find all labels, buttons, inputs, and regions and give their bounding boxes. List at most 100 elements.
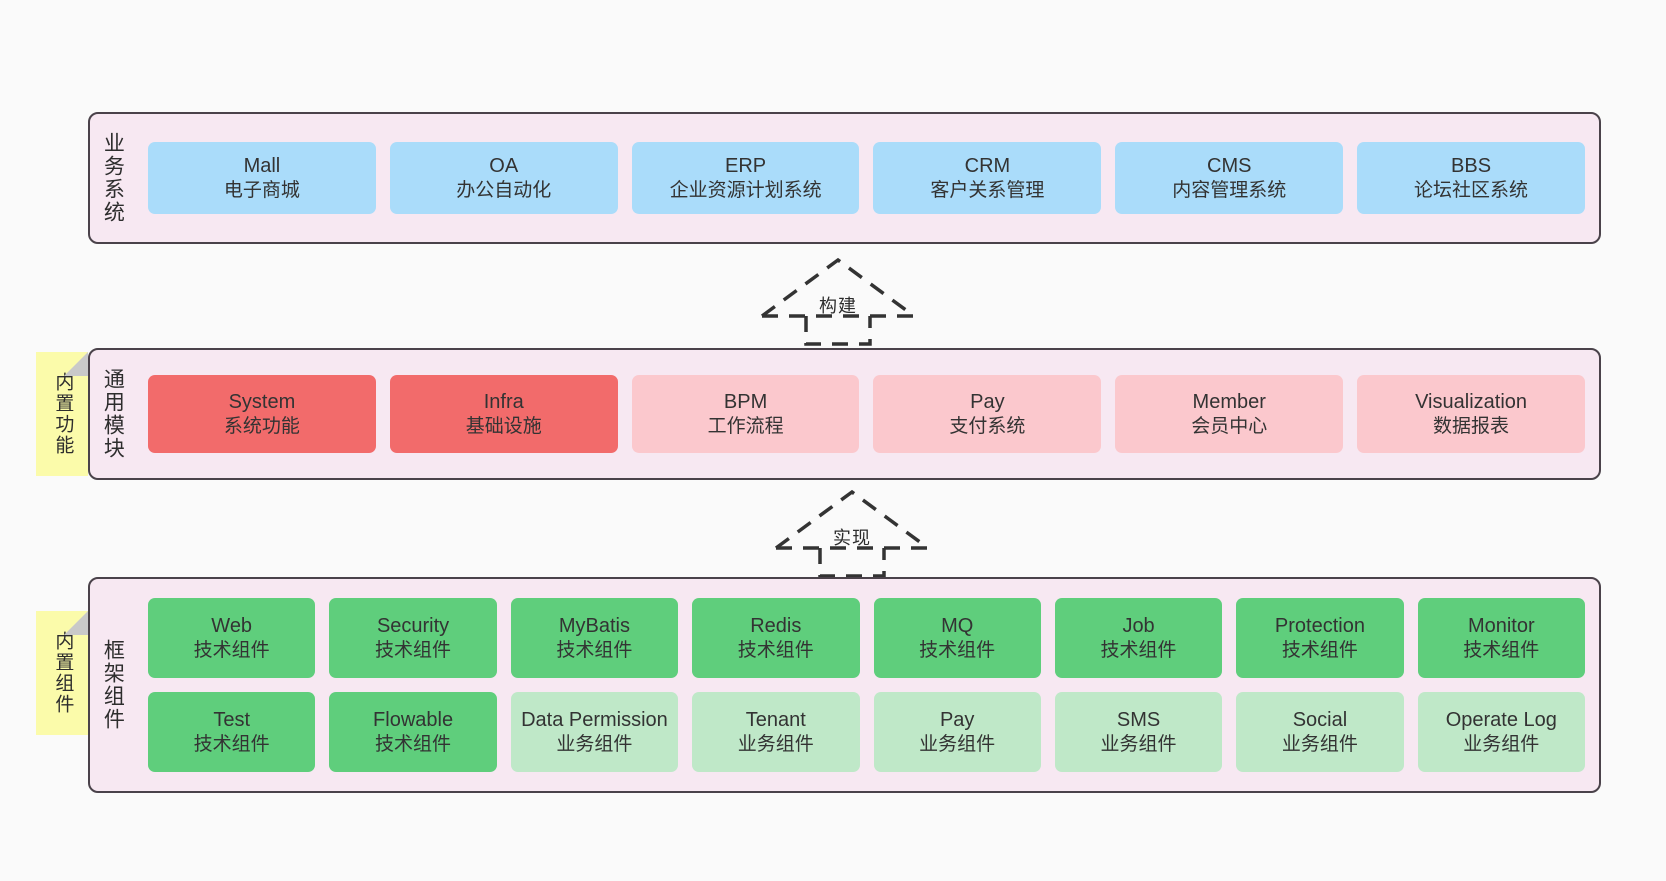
- node-infra[interactable]: Infra 基础设施: [389, 375, 618, 453]
- layer-body-common-module: System 系统功能 Infra 基础设施 BPM 工作流程 Pay 支付系统…: [134, 350, 1599, 478]
- node-subtitle: 论坛社区系统: [1414, 179, 1529, 201]
- sticky-note-label: 内置组件: [52, 631, 74, 715]
- node-title: BBS: [1451, 155, 1492, 178]
- node-subtitle: 业务组件: [1100, 733, 1177, 755]
- node-security[interactable]: Security 技术组件: [329, 598, 497, 678]
- node-title: Data Permission: [521, 709, 668, 732]
- node-subtitle: 企业资源计划系统: [669, 179, 822, 201]
- node-visualization[interactable]: Visualization 数据报表: [1357, 375, 1585, 453]
- node-title: Pay: [970, 391, 1005, 414]
- node-title: Flowable: [373, 709, 454, 732]
- connector-implement-label: 实现: [833, 528, 871, 548]
- node-subtitle: 业务组件: [737, 733, 814, 755]
- node-title: Monitor: [1467, 615, 1535, 638]
- layer-label-framework-component: 框架组件: [101, 639, 125, 731]
- node-web[interactable]: Web 技术组件: [148, 598, 316, 678]
- layer-common-module[interactable]: 通用模块 System 系统功能 Infra 基础设施 BPM 工作流程 Pay…: [88, 348, 1601, 480]
- node-title: Tenant: [745, 709, 806, 732]
- node-protection[interactable]: Protection 技术组件: [1236, 598, 1404, 678]
- node-title: CRM: [964, 155, 1011, 178]
- node-title: Job: [1122, 615, 1155, 638]
- layer-framework-component[interactable]: 框架组件 Web 技术组件 Security 技术组件 MyBatis 技术组件…: [88, 577, 1601, 793]
- connector-build-label: 构建: [819, 296, 857, 316]
- node-title: MyBatis: [558, 615, 630, 638]
- node-pay[interactable]: Pay 支付系统: [873, 375, 1102, 453]
- node-social[interactable]: Social 业务组件: [1236, 692, 1404, 772]
- node-mq[interactable]: MQ 技术组件: [873, 598, 1041, 678]
- node-title: Protection: [1274, 615, 1365, 638]
- node-subtitle: 技术组件: [1281, 639, 1358, 661]
- node-title: Operate Log: [1445, 709, 1557, 732]
- node-title: ERP: [725, 155, 767, 178]
- layer-label-common-module: 通用模块: [101, 368, 125, 460]
- node-cms[interactable]: CMS 内容管理系统: [1115, 142, 1344, 214]
- node-subtitle: 技术组件: [193, 639, 270, 661]
- sticky-note-builtin-features[interactable]: 内置功能: [36, 352, 88, 476]
- node-mybatis[interactable]: MyBatis 技术组件: [510, 598, 679, 678]
- node-subtitle: 数据报表: [1433, 415, 1510, 437]
- node-sms[interactable]: SMS 业务组件: [1054, 692, 1223, 772]
- node-operate-log[interactable]: Operate Log 业务组件: [1417, 692, 1585, 772]
- node-subtitle: 技术组件: [375, 639, 452, 661]
- node-subtitle: 客户关系管理: [930, 179, 1045, 201]
- node-bbs[interactable]: BBS 论坛社区系统: [1357, 142, 1585, 214]
- node-subtitle: 业务组件: [1281, 733, 1358, 755]
- node-subtitle: 办公自动化: [456, 179, 552, 201]
- node-pay-business[interactable]: Pay 业务组件: [873, 692, 1041, 772]
- node-title: Mall: [243, 155, 281, 178]
- node-redis[interactable]: Redis 技术组件: [692, 598, 860, 678]
- node-title: SMS: [1116, 709, 1161, 732]
- node-title: Pay: [939, 709, 975, 732]
- node-oa[interactable]: OA 办公自动化: [389, 142, 618, 214]
- connector-implement: 实现: [766, 488, 938, 578]
- node-monitor[interactable]: Monitor 技术组件: [1417, 598, 1585, 678]
- node-data-permission[interactable]: Data Permission 业务组件: [510, 692, 679, 772]
- node-title: Test: [213, 709, 251, 732]
- node-erp[interactable]: ERP 企业资源计划系统: [631, 142, 860, 214]
- node-subtitle: 系统功能: [223, 415, 300, 437]
- node-row: System 系统功能 Infra 基础设施 BPM 工作流程 Pay 支付系统…: [148, 375, 1585, 453]
- node-title: Security: [376, 615, 450, 638]
- node-title: Visualization: [1415, 391, 1528, 414]
- sticky-note-label: 内置功能: [52, 372, 74, 456]
- node-subtitle: 业务组件: [556, 733, 633, 755]
- node-member[interactable]: Member 会员中心: [1115, 375, 1344, 453]
- node-subtitle: 内容管理系统: [1172, 179, 1287, 201]
- node-subtitle: 支付系统: [949, 415, 1026, 437]
- node-title: Infra: [483, 391, 524, 414]
- node-row: Web 技术组件 Security 技术组件 MyBatis 技术组件 Redi…: [148, 598, 1585, 678]
- node-crm[interactable]: CRM 客户关系管理: [873, 142, 1102, 214]
- node-subtitle: 技术组件: [193, 733, 270, 755]
- connector-build: 构建: [752, 256, 924, 346]
- node-bpm[interactable]: BPM 工作流程: [631, 375, 860, 453]
- node-subtitle: 电子商城: [223, 179, 300, 201]
- node-subtitle: 技术组件: [737, 639, 814, 661]
- node-title: CMS: [1207, 155, 1252, 178]
- node-title: BPM: [723, 391, 768, 414]
- node-title: System: [228, 391, 296, 414]
- node-title: MQ: [941, 615, 974, 638]
- node-mall[interactable]: Mall 电子商城: [148, 142, 376, 214]
- node-row: Mall 电子商城 OA 办公自动化 ERP 企业资源计划系统 CRM 客户关系…: [148, 142, 1585, 214]
- layer-body-business-system: Mall 电子商城 OA 办公自动化 ERP 企业资源计划系统 CRM 客户关系…: [134, 114, 1599, 242]
- node-row: Test 技术组件 Flowable 技术组件 Data Permission …: [148, 692, 1585, 772]
- node-tenant[interactable]: Tenant 业务组件: [692, 692, 860, 772]
- node-title: Web: [211, 615, 253, 638]
- node-subtitle: 技术组件: [1463, 639, 1540, 661]
- node-subtitle: 会员中心: [1191, 415, 1268, 437]
- sticky-note-builtin-components[interactable]: 内置组件: [36, 611, 88, 735]
- node-title: Redis: [750, 615, 802, 638]
- layer-business-system[interactable]: 业务系统 Mall 电子商城 OA 办公自动化 ERP 企业资源计划系统 CRM…: [88, 112, 1601, 244]
- layer-label-business-system: 业务系统: [101, 132, 125, 224]
- node-subtitle: 技术组件: [1100, 639, 1177, 661]
- node-system[interactable]: System 系统功能: [148, 375, 376, 453]
- node-job[interactable]: Job 技术组件: [1054, 598, 1223, 678]
- node-subtitle: 业务组件: [919, 733, 996, 755]
- node-test[interactable]: Test 技术组件: [148, 692, 316, 772]
- node-title: OA: [489, 155, 519, 178]
- node-subtitle: 工作流程: [707, 415, 784, 437]
- node-subtitle: 业务组件: [1463, 733, 1540, 755]
- node-flowable[interactable]: Flowable 技术组件: [329, 692, 497, 772]
- node-subtitle: 技术组件: [919, 639, 996, 661]
